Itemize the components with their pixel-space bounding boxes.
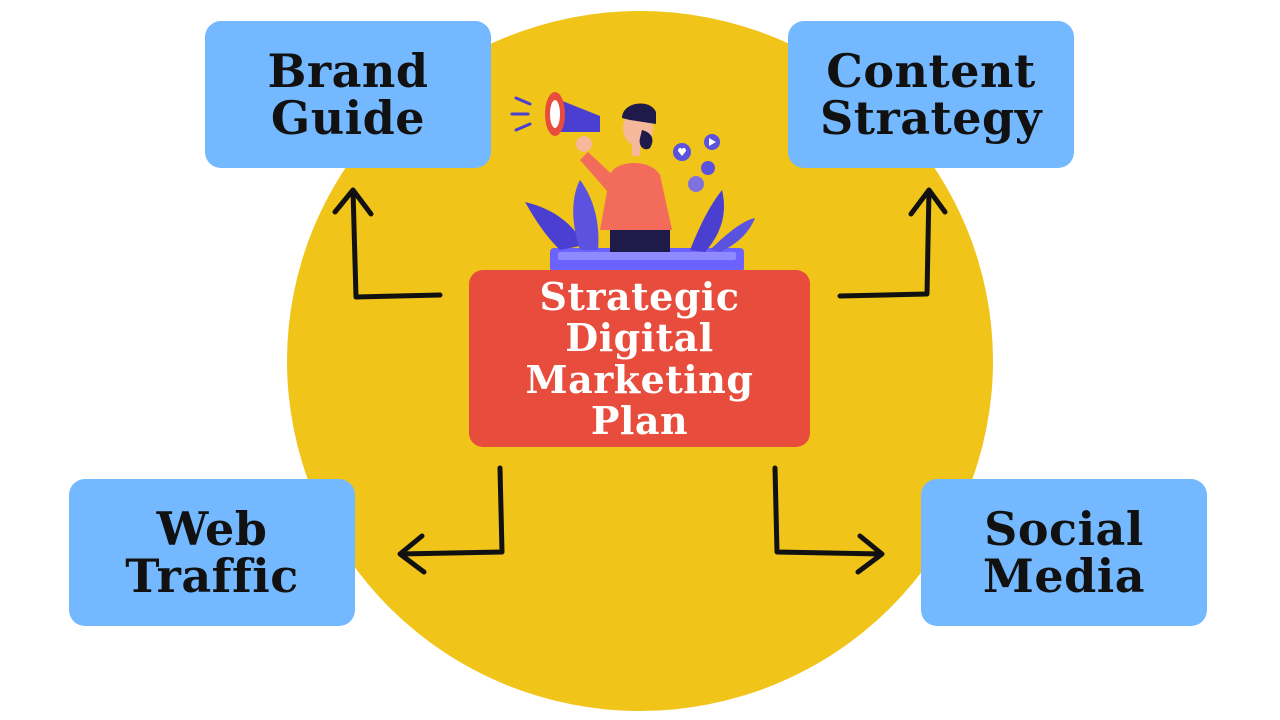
center-node: Strategic Digital Marketing Plan [469,270,810,447]
node-brand-guide-label: Brand Guide [267,43,429,145]
node-web-traffic-label: Web Traffic [125,501,299,603]
node-brand-guide: Brand Guide [205,21,491,168]
node-content-strategy: Content Strategy [788,21,1074,168]
arrow-to-web-traffic [397,465,505,575]
arrow-to-content-strategy [837,187,948,299]
arrow-to-brand-guide [332,187,443,300]
node-social-media: Social Media [921,479,1207,626]
arrow-to-social-media [772,465,885,575]
node-social-media-label: Social Media [982,501,1146,603]
node-content-strategy-label: Content Strategy [820,43,1042,145]
center-node-label: Strategic Digital Marketing Plan [525,274,754,443]
marketer-with-megaphone-icon [510,92,755,272]
node-web-traffic: Web Traffic [69,479,355,626]
